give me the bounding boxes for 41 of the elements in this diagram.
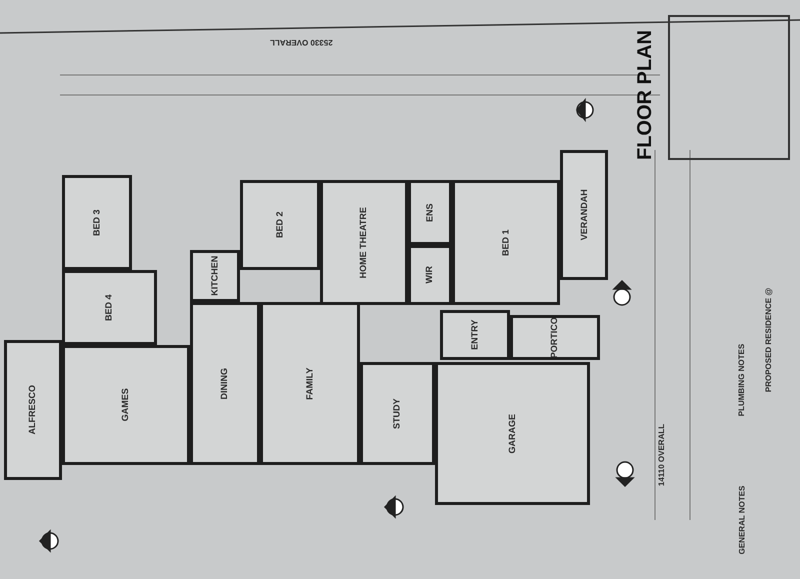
dimension-label: 25330 OVERALL [270,37,333,48]
dimension-label: 14110 OVERALL [656,424,667,486]
room [190,250,240,302]
room-name: ENTRY [468,320,480,350]
room [62,175,132,270]
title-block [668,15,790,160]
room-name: PORTICO [548,317,560,358]
room-name: GAMES [119,388,132,422]
room-name: GARAGE [506,414,518,454]
room [360,362,435,465]
note-heading: PROPOSED RESIDENCE @ [763,288,774,392]
room [408,180,452,245]
room [320,180,408,305]
note-heading: GENERAL NOTES [736,486,747,554]
room-name: KITCHEN [208,256,220,296]
room [260,302,360,465]
room-name: BED 4 [102,294,115,321]
room [190,302,260,465]
room [560,150,608,280]
room-name: HOME THEATRE [357,206,370,278]
room [435,362,590,505]
room [240,180,320,270]
room-name: DINING [218,368,230,400]
room-name: ENS [423,203,436,222]
room-name: BED 3 [90,209,102,236]
room-name: BED 1 [499,229,512,256]
room-name: WIR [423,266,436,284]
room [4,340,62,480]
room-name: BED 2 [273,212,286,238]
room [510,315,600,360]
room-name: STUDY [390,398,403,429]
room-name: FAMILY [303,367,316,400]
room [408,245,452,305]
room [62,345,190,465]
room [62,270,157,345]
room [452,180,560,305]
note-heading: PLUMBING NOTES [736,344,747,416]
room-name: VERANDAH [577,190,590,240]
room [440,310,510,360]
room-name: ALFRESCO [26,385,38,435]
drawing-title: FLOOR PLAN [633,30,657,160]
